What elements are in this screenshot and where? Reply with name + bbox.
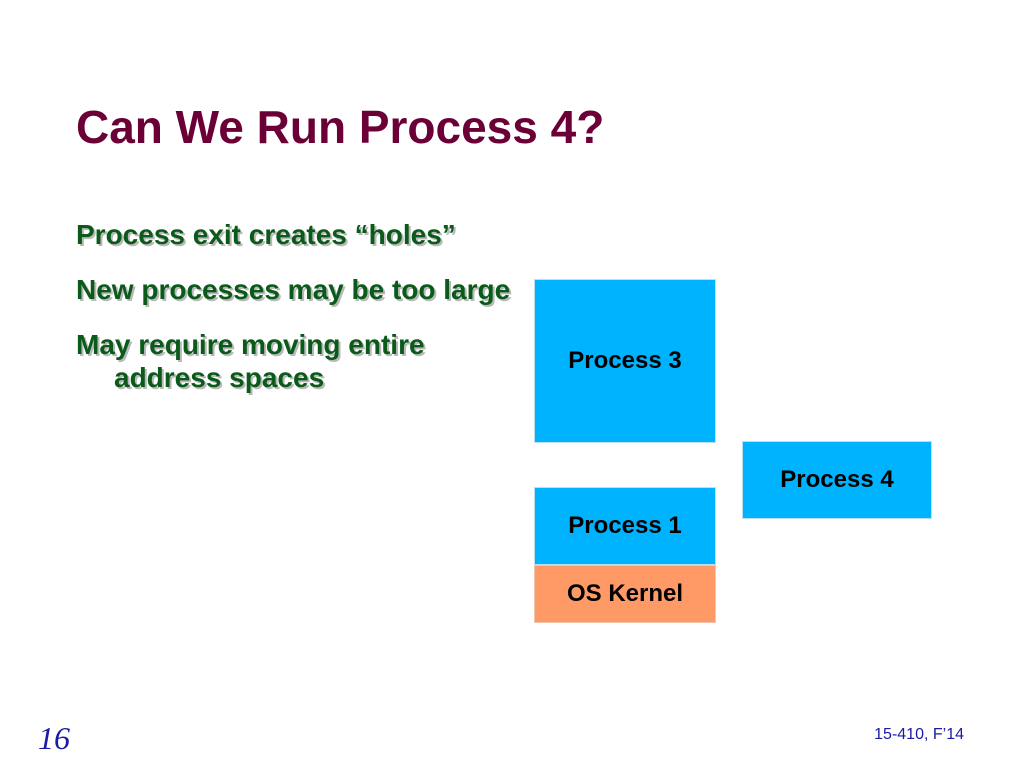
process-3-label: Process 3 (568, 347, 682, 374)
process-1-label: Process 1 (568, 512, 682, 539)
process-1-block: Process 1 (534, 487, 716, 565)
slide-title: Can We Run Process 4? (76, 101, 605, 153)
bullet-item: May require moving entire address spaces (76, 329, 425, 393)
process-4-block: Process 4 (742, 441, 932, 519)
slide-page-number: 16 (38, 720, 70, 756)
os-kernel-label: OS Kernel (566, 580, 684, 607)
process-3-block: Process 3 (534, 279, 716, 443)
process-4-label: Process 4 (780, 466, 894, 493)
bullet-list: Process exit creates “holes” New process… (76, 218, 516, 416)
os-kernel-block: OS Kernel (534, 565, 716, 623)
bullet-item: Process exit creates “holes” (76, 219, 456, 250)
bullet-item: New processes may be too large (76, 274, 511, 305)
course-footer: 15-410, F’14 (874, 726, 964, 743)
